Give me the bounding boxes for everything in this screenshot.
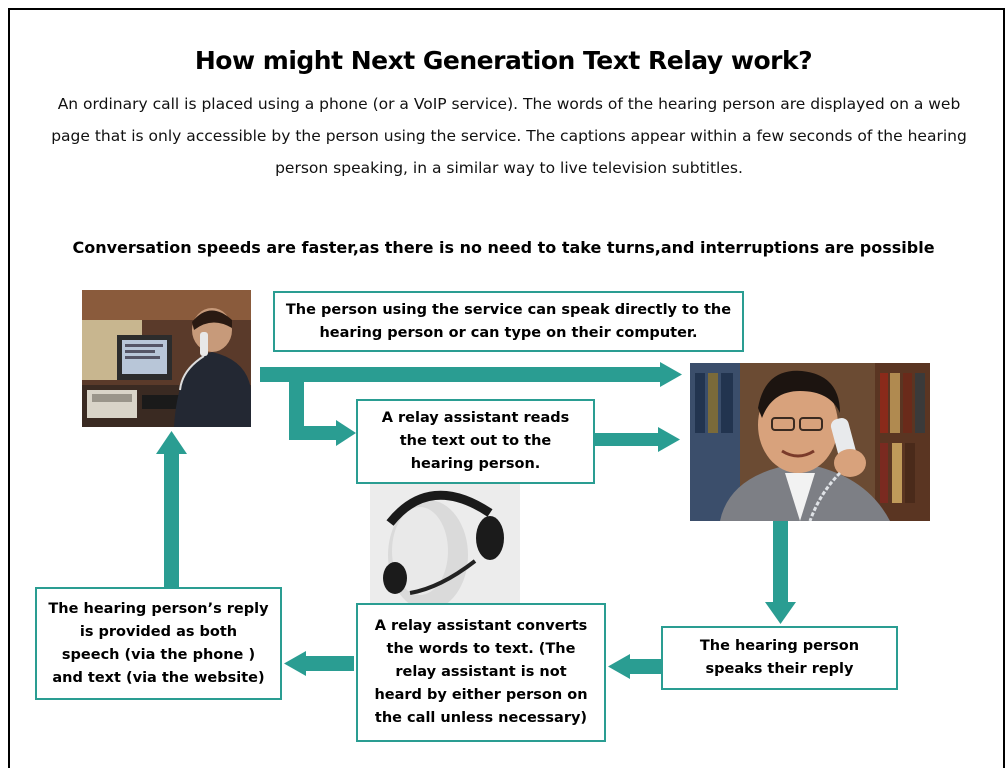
intro-paragraph: An ordinary call is placed using a phone…: [51, 95, 967, 177]
box-relay-converts: A relay assistant converts the words to …: [356, 603, 606, 742]
arrow-user-to-hearing-head: [660, 362, 682, 387]
hearing-person-photo: [690, 363, 930, 521]
arrow-hearing-down-head: [765, 602, 796, 624]
arrow-branch-right-head: [336, 420, 356, 446]
box-relay-reads: A relay assistant reads the text out to …: [356, 399, 595, 484]
arrow-up-to-user-head: [156, 431, 187, 454]
subheading: Conversation speeds are faster,as there …: [72, 238, 935, 257]
slide-title: How might Next Generation Text Relay wor…: [194, 46, 813, 75]
arrow-user-to-hearing-shaft: [260, 367, 662, 382]
arrow-reads-to-hearing-head: [658, 427, 680, 452]
arrow-converts-to-provided-head: [284, 651, 306, 676]
relay-assistant-photo: [370, 483, 520, 603]
arrow-reply-to-converts-shaft: [628, 659, 661, 674]
arrow-branch-down: [289, 367, 304, 440]
user-on-phone-photo: [82, 290, 251, 427]
arrow-reads-to-hearing-shaft: [595, 433, 662, 446]
arrow-converts-to-provided-shaft: [304, 656, 354, 671]
box-hearing-reply: The hearing person speaks their reply: [661, 626, 898, 690]
arrow-up-to-user-shaft: [164, 452, 179, 587]
arrow-reply-to-converts-head: [608, 654, 630, 679]
arrow-hearing-down-shaft: [773, 521, 788, 604]
arrow-branch-right-shaft: [289, 426, 339, 440]
box-reply-provided: The hearing person’s reply is provided a…: [35, 587, 282, 700]
box-speak-or-type: The person using the service can speak d…: [273, 291, 744, 352]
